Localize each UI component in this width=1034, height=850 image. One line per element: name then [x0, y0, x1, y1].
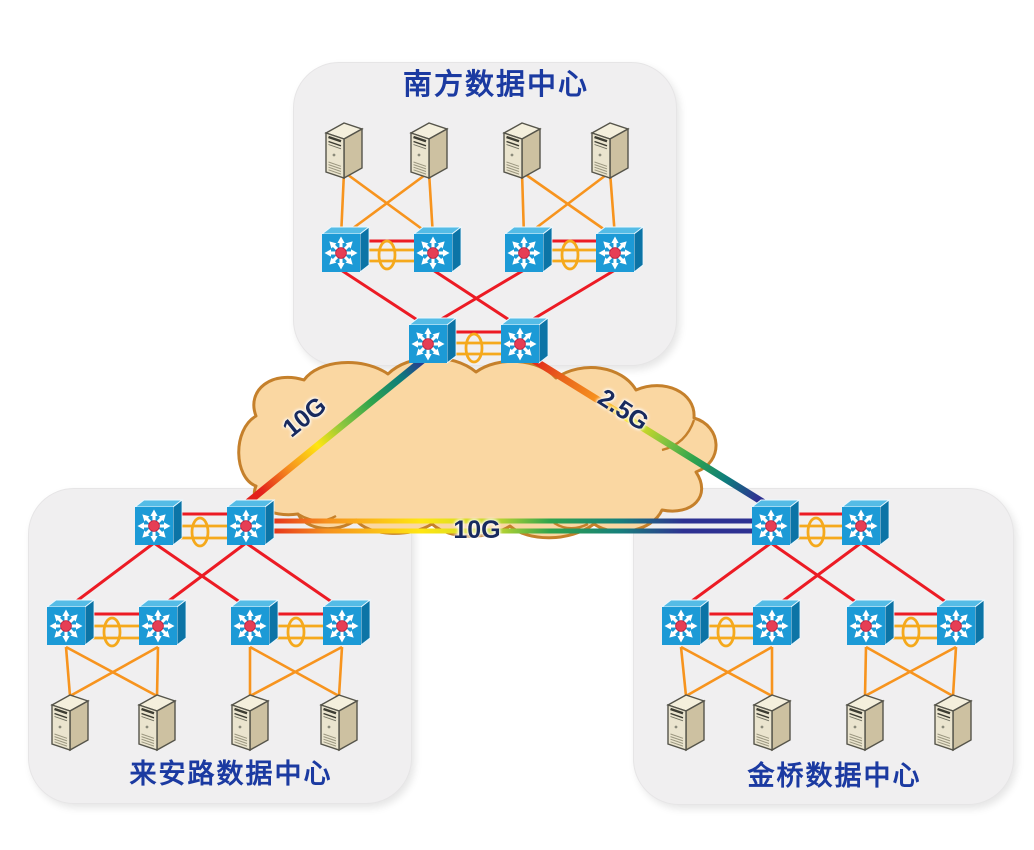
access-switch-icon	[662, 600, 709, 645]
jinqiao-core-links	[680, 512, 957, 616]
server-icon	[50, 693, 90, 752]
access-switch-icon	[231, 600, 278, 645]
wan-link-label-10g-horizontal: 10G	[453, 516, 501, 544]
access-switch-icon	[322, 227, 369, 272]
wan-link-south-jinqiao	[530, 356, 771, 509]
server-icon	[666, 693, 706, 752]
server-icon	[409, 121, 449, 180]
laianlu-servers	[50, 693, 359, 752]
access-switch-icon	[847, 600, 894, 645]
south-servers	[324, 121, 630, 180]
access-switch-icon	[753, 600, 800, 645]
access-switch-icon	[139, 600, 186, 645]
access-switch-icon	[47, 600, 94, 645]
access-switch-icon	[505, 227, 552, 272]
access-switch-icon	[937, 600, 984, 645]
access-switch-icon	[323, 600, 370, 645]
server-icon	[319, 693, 359, 752]
server-icon	[845, 693, 885, 752]
laianlu-core-links	[65, 512, 343, 616]
datacenter-panel-laianlu	[28, 488, 412, 804]
access-switch-icon	[414, 227, 461, 272]
access-switch-icon	[596, 227, 643, 272]
server-icon	[230, 693, 270, 752]
datacenter-title-laianlu: 来安路数据中心	[129, 759, 333, 789]
server-icon	[933, 693, 973, 752]
server-icon	[590, 121, 630, 180]
datacenter-title-south: 南方数据中心	[402, 69, 589, 101]
jinqiao-server-links	[679, 645, 958, 698]
core-switch-icon	[752, 500, 799, 545]
core-switch-icon	[135, 500, 182, 545]
core-switch-icon	[501, 318, 548, 363]
core-switch-icon	[842, 500, 889, 545]
south-server-links	[339, 170, 617, 239]
server-icon	[324, 121, 364, 180]
server-icon	[752, 693, 792, 752]
wan-link-south-laianlu	[244, 356, 427, 506]
south-core-links	[340, 239, 616, 334]
laianlu-bundle-links	[85, 516, 323, 648]
server-icon	[137, 693, 177, 752]
jinqiao-servers	[666, 693, 973, 752]
jinqiao-bundle-links	[700, 516, 937, 648]
wan-link-laianlu-jinqiao	[262, 518, 758, 534]
server-icon	[502, 121, 542, 180]
datacenter-title-jinqiao: 金桥数据中心	[747, 761, 922, 791]
laianlu-server-links	[64, 645, 344, 698]
core-switch-icon	[227, 500, 274, 545]
core-switch-icon	[409, 318, 456, 363]
